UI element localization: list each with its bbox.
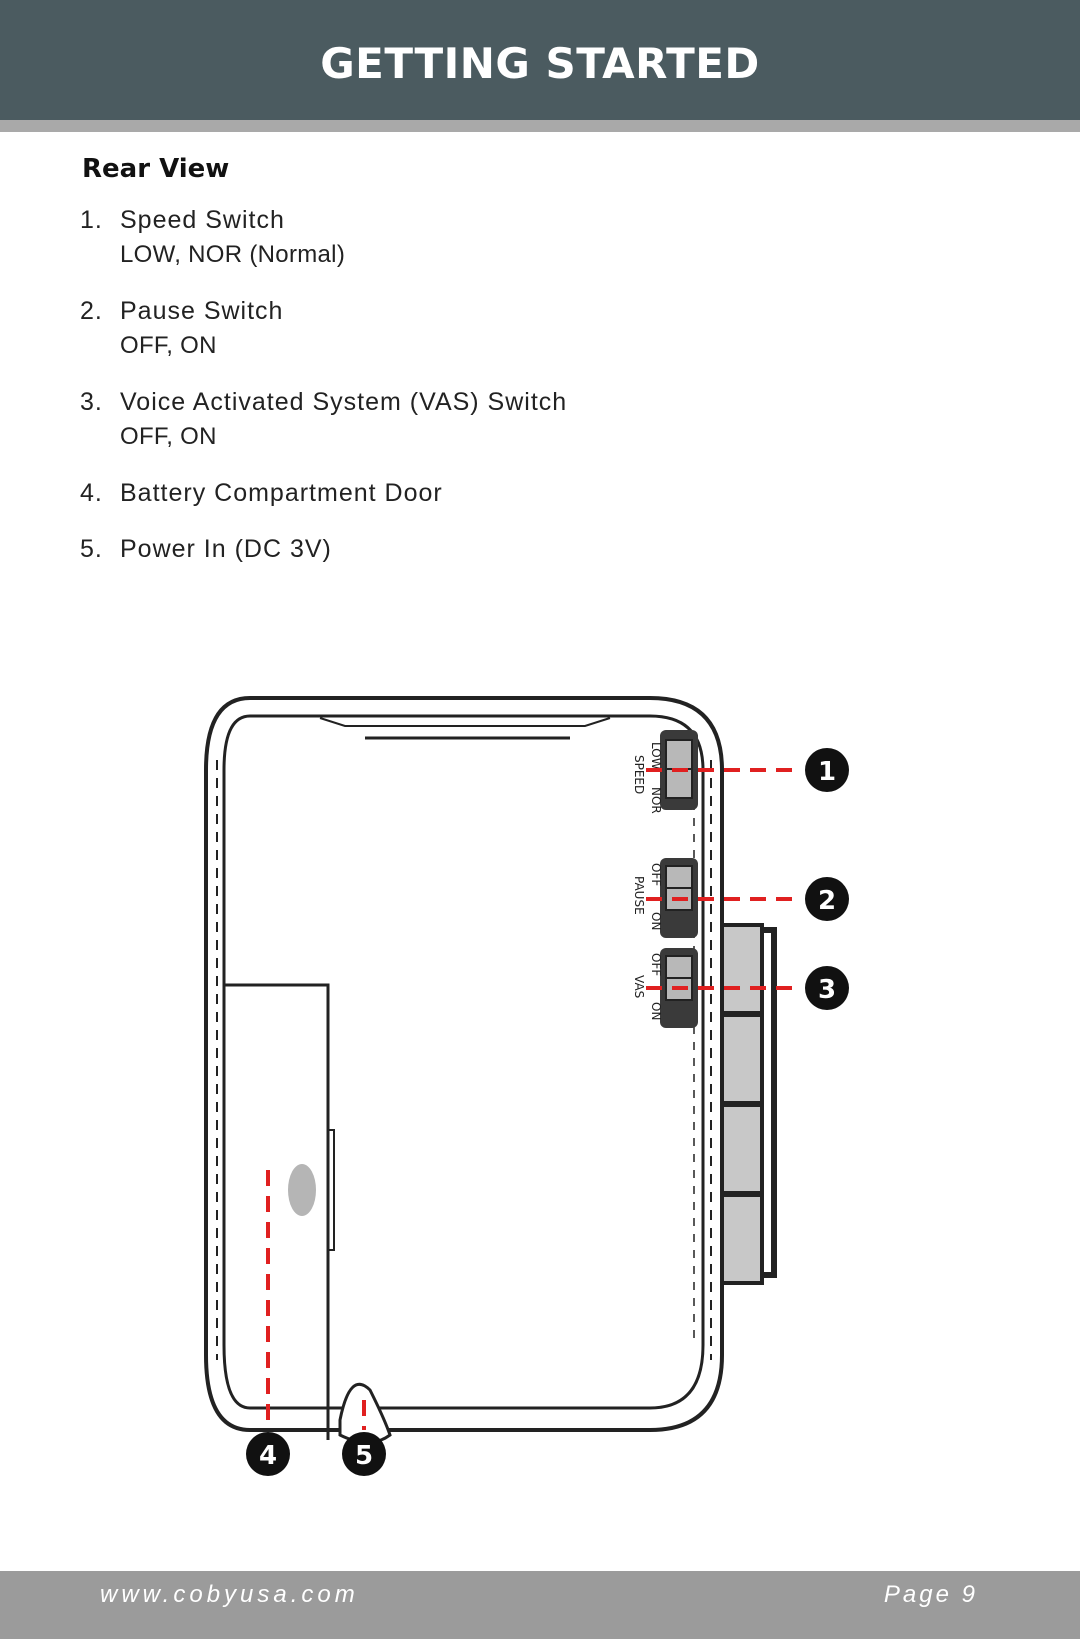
section-title: Rear View bbox=[82, 154, 230, 184]
header-divider bbox=[0, 120, 1080, 132]
list-item: 2. Pause Switch OFF, ON bbox=[80, 297, 283, 360]
side-buttons bbox=[720, 923, 777, 1285]
list-item: 3. Voice Activated System (VAS) Switch OF… bbox=[80, 388, 567, 451]
vas-name-label: VAS bbox=[632, 975, 646, 998]
page-title: GETTING STARTED bbox=[320, 38, 760, 88]
item-number: 1. bbox=[80, 206, 103, 234]
callout-2: 2 bbox=[818, 886, 836, 916]
item-label: Battery Compartment Door bbox=[120, 479, 443, 507]
item-number: 2. bbox=[80, 297, 103, 325]
page-footer: www.cobyusa.com Page 9 bbox=[0, 1571, 1080, 1639]
latch-button bbox=[288, 1164, 316, 1216]
website-link[interactable]: www.cobyusa.com bbox=[100, 1581, 359, 1608]
page-number: Page 9 bbox=[883, 1581, 978, 1608]
speed-nor-label: NOR bbox=[649, 787, 663, 814]
pause-on-label: ON bbox=[649, 912, 663, 930]
rear-view-diagram: LOW NOR SPEED OFF ON PAUSE OFF ON VAS 1 … bbox=[204, 696, 849, 1476]
callout-markers: 1 2 3 4 5 bbox=[246, 748, 849, 1476]
callout-1: 1 bbox=[818, 757, 836, 787]
speed-low-label: LOW bbox=[649, 742, 663, 770]
vas-off-label: OFF bbox=[649, 953, 663, 976]
callout-4: 4 bbox=[259, 1441, 277, 1471]
item-label: Power In (DC 3V) bbox=[120, 535, 332, 563]
pause-off-label: OFF bbox=[649, 863, 663, 886]
list-item: 4. Battery Compartment Door bbox=[80, 479, 443, 508]
item-detail: OFF, ON bbox=[120, 423, 217, 450]
speed-name-label: SPEED bbox=[632, 755, 646, 794]
item-number: 3. bbox=[80, 388, 103, 416]
item-number: 5. bbox=[80, 535, 103, 563]
list-item: 1. Speed Switch LOW, NOR (Normal) bbox=[80, 206, 345, 269]
item-detail: LOW, NOR (Normal) bbox=[120, 241, 346, 268]
item-label: Speed Switch bbox=[120, 206, 285, 234]
callout-3: 3 bbox=[818, 975, 836, 1005]
list-item: 5. Power In (DC 3V) bbox=[80, 535, 332, 564]
item-label: Pause Switch bbox=[120, 297, 284, 325]
vas-on-label: ON bbox=[649, 1002, 663, 1020]
callout-leaders bbox=[266, 768, 802, 1430]
pause-name-label: PAUSE bbox=[632, 876, 646, 915]
device-body bbox=[204, 696, 724, 1444]
page-header: GETTING STARTED bbox=[0, 0, 1080, 120]
callout-5: 5 bbox=[355, 1441, 373, 1471]
item-number: 4. bbox=[80, 479, 103, 507]
item-detail: OFF, ON bbox=[120, 332, 217, 359]
item-label: Voice Activated System (VAS) Switch bbox=[120, 388, 568, 416]
